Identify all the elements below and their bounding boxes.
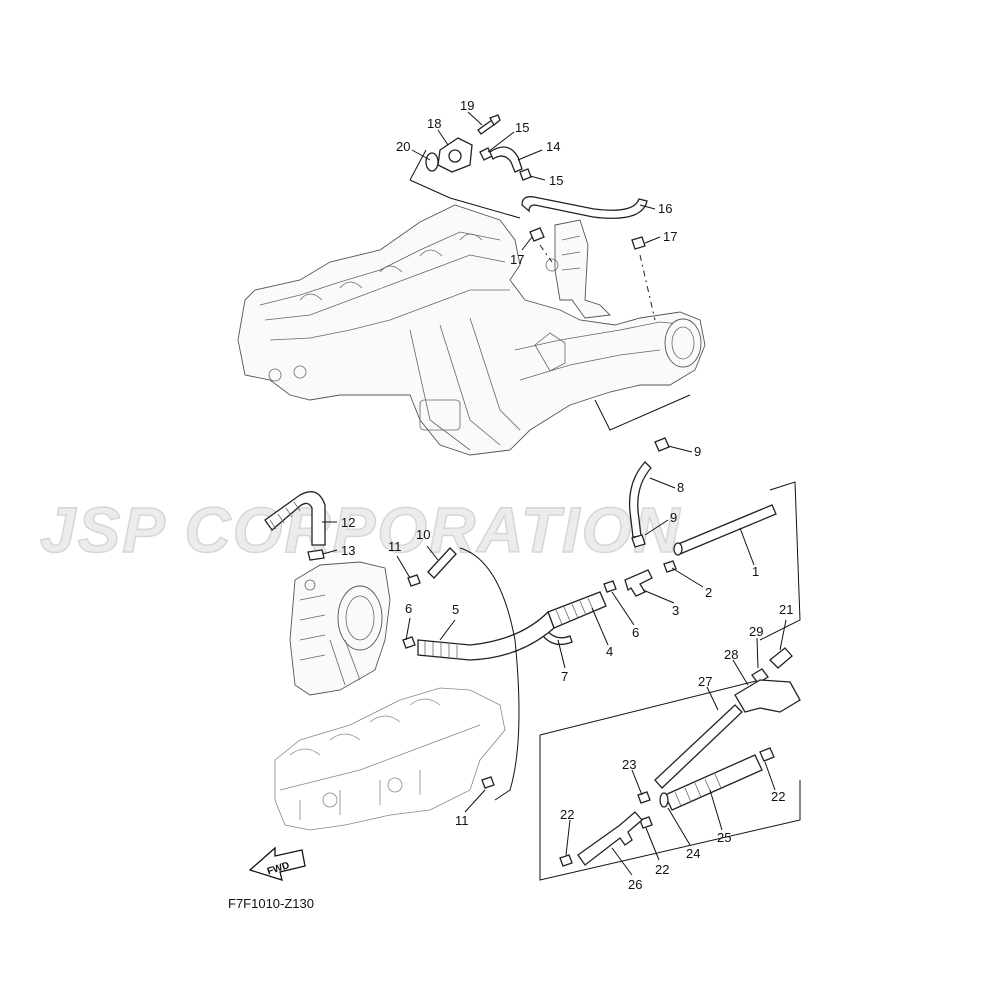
part-29-fitting <box>751 668 769 684</box>
callout-22-bottom: 22 <box>655 862 669 877</box>
leader-lines <box>322 111 787 876</box>
part-4-corrugated-hose <box>547 591 607 629</box>
part-10-hose <box>427 547 457 579</box>
part-9-clip-b <box>631 534 646 548</box>
callout-2: 2 <box>705 585 712 600</box>
part-25-corrugated-hose <box>664 754 763 811</box>
part-16-hose <box>521 196 648 219</box>
callout-23: 23 <box>622 757 636 772</box>
part-17-clip-a <box>529 227 545 242</box>
callout-27: 27 <box>698 674 712 689</box>
callout-20: 20 <box>396 139 410 154</box>
part-27-pipe <box>654 704 743 789</box>
callout-15-bottom: 15 <box>549 173 563 188</box>
callout-16: 16 <box>658 201 672 216</box>
callout-13: 13 <box>341 543 355 558</box>
callout-10: 10 <box>416 527 430 542</box>
callout-6-left: 6 <box>405 601 412 616</box>
callout-15-top: 15 <box>515 120 529 135</box>
callout-29: 29 <box>749 624 763 639</box>
part-6-clip-b <box>603 580 617 593</box>
part-2-clip <box>663 560 677 573</box>
callout-9-top: 9 <box>694 444 701 459</box>
part-19-bolt <box>477 114 501 135</box>
callout-24: 24 <box>686 846 700 861</box>
part-1-pipe <box>675 504 777 555</box>
part-20-o-ring <box>425 152 439 172</box>
callout-11-bottom: 11 <box>455 813 469 828</box>
diagram-code: F7F1010-Z130 <box>228 896 314 911</box>
callout-7: 7 <box>561 669 568 684</box>
callout-21: 21 <box>779 602 793 617</box>
callout-11-top: 11 <box>388 539 402 554</box>
throttle-body-illustration <box>289 561 391 696</box>
callout-3: 3 <box>672 603 679 618</box>
part-9-clip-a <box>654 437 670 452</box>
callout-12: 12 <box>341 515 355 530</box>
part-11-clip-b <box>481 776 495 789</box>
part-17-clip-b <box>631 236 646 250</box>
callout-4: 4 <box>606 644 613 659</box>
lower-engine-illustration <box>274 687 506 831</box>
fwd-arrow-icon: FWD <box>248 846 306 881</box>
callout-numbers: 19 18 15 20 14 15 16 17 17 9 8 9 12 10 1… <box>341 98 793 892</box>
part-23-clip <box>637 791 651 804</box>
watermark-text: JSP CORPORATION <box>40 494 682 566</box>
part-14-hose <box>489 146 523 173</box>
part-5-hose <box>417 610 555 661</box>
callout-22-left: 22 <box>560 807 574 822</box>
callout-22-right: 22 <box>771 789 785 804</box>
callout-18: 18 <box>427 116 441 131</box>
part-28-bracket <box>734 679 801 713</box>
callout-9-bottom: 9 <box>670 510 677 525</box>
callout-8: 8 <box>677 480 684 495</box>
part-24-end <box>659 792 669 808</box>
part-22-clip-c <box>559 854 573 867</box>
callout-6-right: 6 <box>632 625 639 640</box>
callout-14: 14 <box>546 139 560 154</box>
part-11-clip-a <box>407 574 421 587</box>
part-22-clip-a <box>759 747 775 762</box>
part-26-y-joint <box>577 811 643 866</box>
callout-17-right: 17 <box>663 229 677 244</box>
part-6-clip-a <box>402 636 416 649</box>
engine-block-illustration <box>237 204 706 456</box>
part-18-flange <box>437 137 473 173</box>
part-15-clip-b <box>519 168 532 181</box>
part-22-clip-b <box>639 816 653 829</box>
callout-5: 5 <box>452 602 459 617</box>
part-21-fitting <box>769 647 793 669</box>
part-12-elbow-hose <box>264 491 326 546</box>
part-13-clip <box>307 549 325 561</box>
callout-28: 28 <box>724 647 738 662</box>
part-3-joint <box>624 569 653 597</box>
callout-26: 26 <box>628 877 642 892</box>
callout-25: 25 <box>717 830 731 845</box>
callout-1: 1 <box>752 564 759 579</box>
callout-17-left: 17 <box>510 252 524 267</box>
callout-19: 19 <box>460 98 474 113</box>
